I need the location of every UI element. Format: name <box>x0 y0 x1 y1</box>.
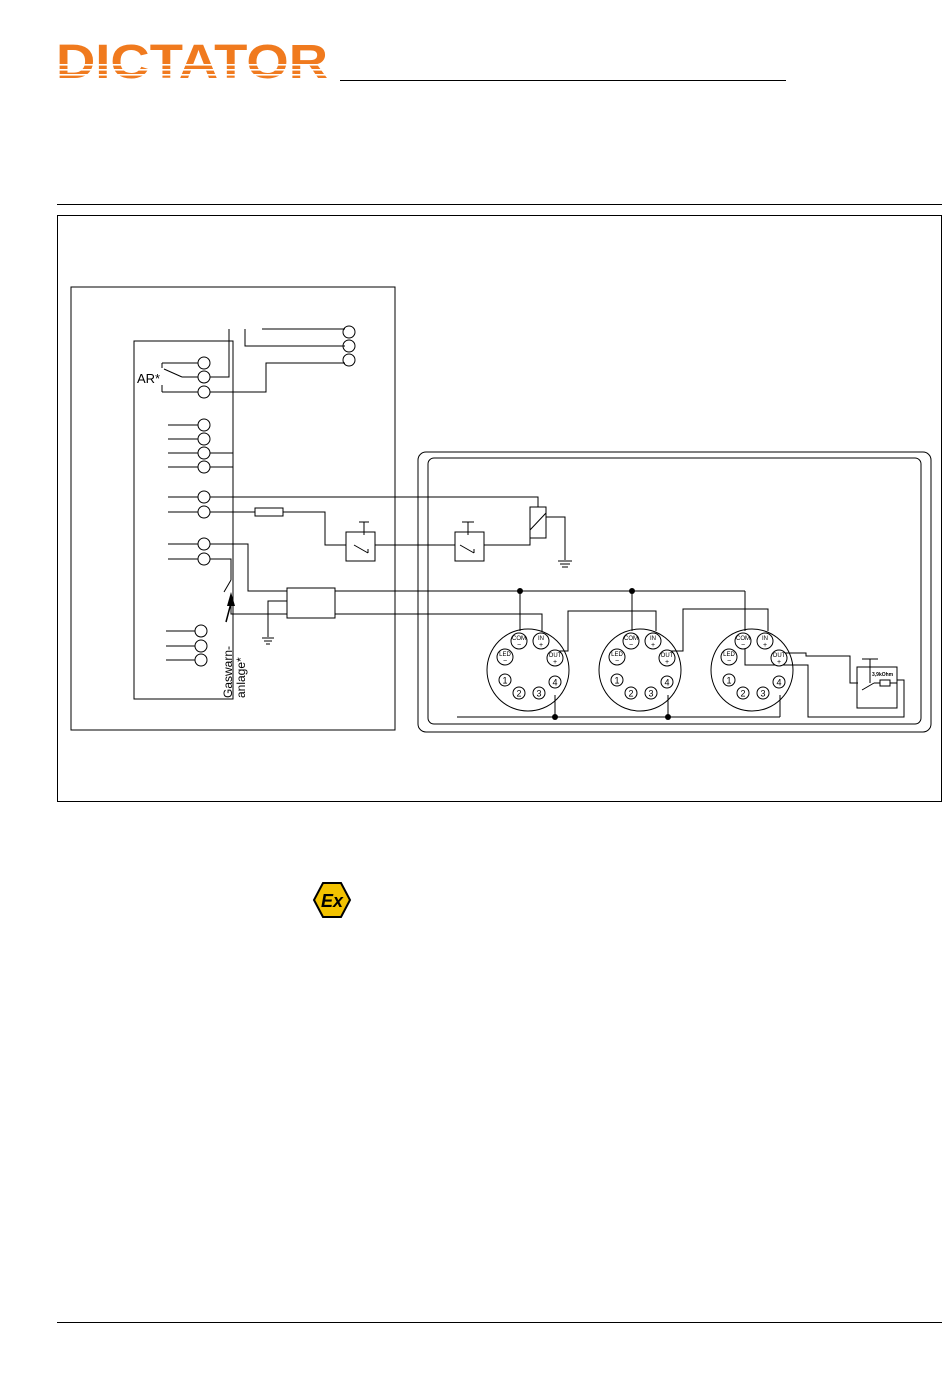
terminal <box>195 640 207 652</box>
detector-pin-sign-in: + <box>651 642 655 649</box>
detector-pin-label-n2: 2 <box>516 689 521 699</box>
terminal <box>198 447 210 459</box>
detector-pin-sign-led: − <box>503 658 507 665</box>
junction-dot <box>665 714 671 720</box>
detector-pin-sign-com: − <box>741 642 745 649</box>
field-enclosure-outer <box>418 452 931 732</box>
detector-socket-ring <box>599 629 681 711</box>
detector-pin-label-n1: 1 <box>726 676 731 686</box>
detector-pin-label-n4: 4 <box>776 678 781 688</box>
terminal <box>198 386 210 398</box>
detector-pin-sign-out: + <box>777 659 781 666</box>
detector-socket-2: COM−IN+LED−OUT+1234 <box>599 629 681 711</box>
detector-pin-label-n2: 2 <box>628 689 633 699</box>
detector-pin-label-n3: 3 <box>760 689 765 699</box>
terminal <box>198 371 210 383</box>
detector-pin-sign-in: + <box>539 642 543 649</box>
detector-pin-label-n4: 4 <box>664 678 669 688</box>
detector-pin-label-n4: 4 <box>552 678 557 688</box>
detector-pin-sign-out: + <box>553 659 557 666</box>
junction-dot <box>629 588 635 594</box>
detector-pin-sign-com: − <box>629 642 633 649</box>
terminal <box>343 326 355 338</box>
fuse <box>255 508 283 516</box>
detector-pin-sign-led: − <box>615 658 619 665</box>
ex-label: Ex <box>321 891 344 911</box>
relay-contact-blade <box>164 369 182 377</box>
manual-button-1 <box>346 532 375 561</box>
detector-pin-label-n1: 1 <box>614 676 619 686</box>
detector-pin-label-n3: 3 <box>648 689 653 699</box>
gas-contact-blade <box>224 580 231 592</box>
gas-label-line2: anlage* <box>234 657 248 698</box>
junction-dot <box>552 714 558 720</box>
terminal <box>198 506 210 518</box>
detector-pin-sign-in: + <box>763 642 767 649</box>
junction-dot <box>517 588 523 594</box>
detector-pin-label-n2: 2 <box>740 689 745 699</box>
terminal-strip <box>134 341 233 699</box>
terminal <box>198 461 210 473</box>
terminal <box>198 433 210 445</box>
terminal <box>195 625 207 637</box>
terminal <box>198 419 210 431</box>
detector-pin-label-n3: 3 <box>536 689 541 699</box>
detector-pin-sign-led: − <box>727 658 731 665</box>
terminal <box>198 538 210 550</box>
hold-magnet-coil <box>530 507 546 538</box>
relay-label: AR* <box>137 371 160 386</box>
end-resistor <box>880 680 890 686</box>
detector-socket-ring <box>711 629 793 711</box>
terminal <box>195 654 207 666</box>
manual-button-2 <box>455 532 484 561</box>
detector-pin-label-n1: 1 <box>502 676 507 686</box>
terminal <box>198 357 210 369</box>
interface-module <box>287 588 335 618</box>
gas-label-line1: Gaswarn- <box>221 646 235 698</box>
arrow-icon <box>227 592 235 606</box>
detector-pin-sign-out: + <box>665 659 669 666</box>
terminal <box>198 491 210 503</box>
ex-explosion-protection-icon: Ex <box>312 880 352 920</box>
terminal <box>343 354 355 366</box>
detector-pin-sign-com: − <box>517 642 521 649</box>
terminal <box>198 553 210 565</box>
detector-socket-ring <box>487 629 569 711</box>
resistor-label: 3,9kOhm <box>872 672 894 678</box>
